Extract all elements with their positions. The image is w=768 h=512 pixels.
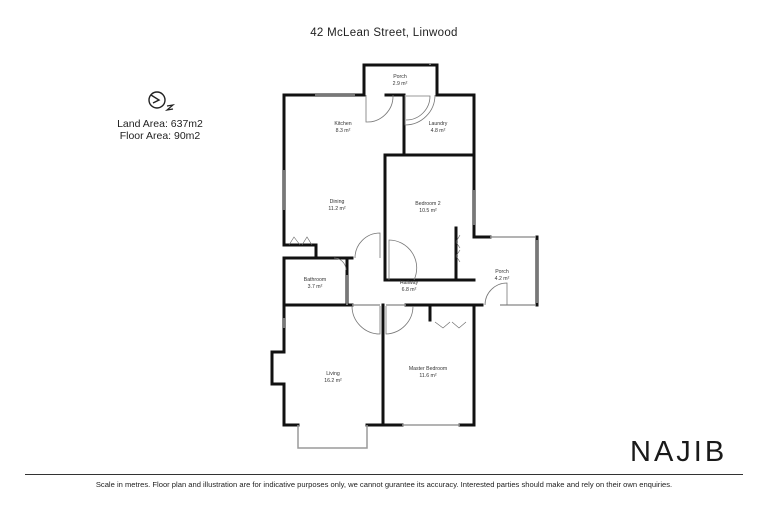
room-bathroom: Bathroom 3.7 m² [303, 277, 327, 290]
room-master-bedroom: Master Bedroom 11.6 m² [408, 366, 448, 379]
room-kitchen: Kitchen 8.3 m² [334, 121, 352, 134]
floor-area: Floor Area: 90m2 [119, 130, 201, 142]
north-arrow-icon [148, 91, 176, 111]
land-area: Land Area: 637m2 [117, 118, 203, 130]
disclaimer-text: Scale in metres. Floor plan and illustra… [95, 480, 673, 489]
room-dining: Dining 11.2 m² [328, 199, 346, 212]
room-bedroom-2: Bedroom 2 10.5 m² [415, 201, 441, 214]
property-address: 42 McLean Street, Linwood [310, 27, 458, 39]
room-porch-east: Porch 4.2 m² [494, 269, 510, 282]
room-living: Living 16.2 m² [324, 371, 342, 384]
footer-divider [25, 474, 743, 475]
room-hallway: Hallway 6.8 m² [399, 280, 419, 293]
room-porch-north: Porch 2.9 m² [392, 74, 408, 87]
room-laundry: Laundry 4.8 m² [428, 121, 448, 134]
brand-logo: NAJIB [630, 436, 728, 468]
area-summary: Land Area: 637m2 Floor Area: 90m2 [100, 118, 220, 142]
